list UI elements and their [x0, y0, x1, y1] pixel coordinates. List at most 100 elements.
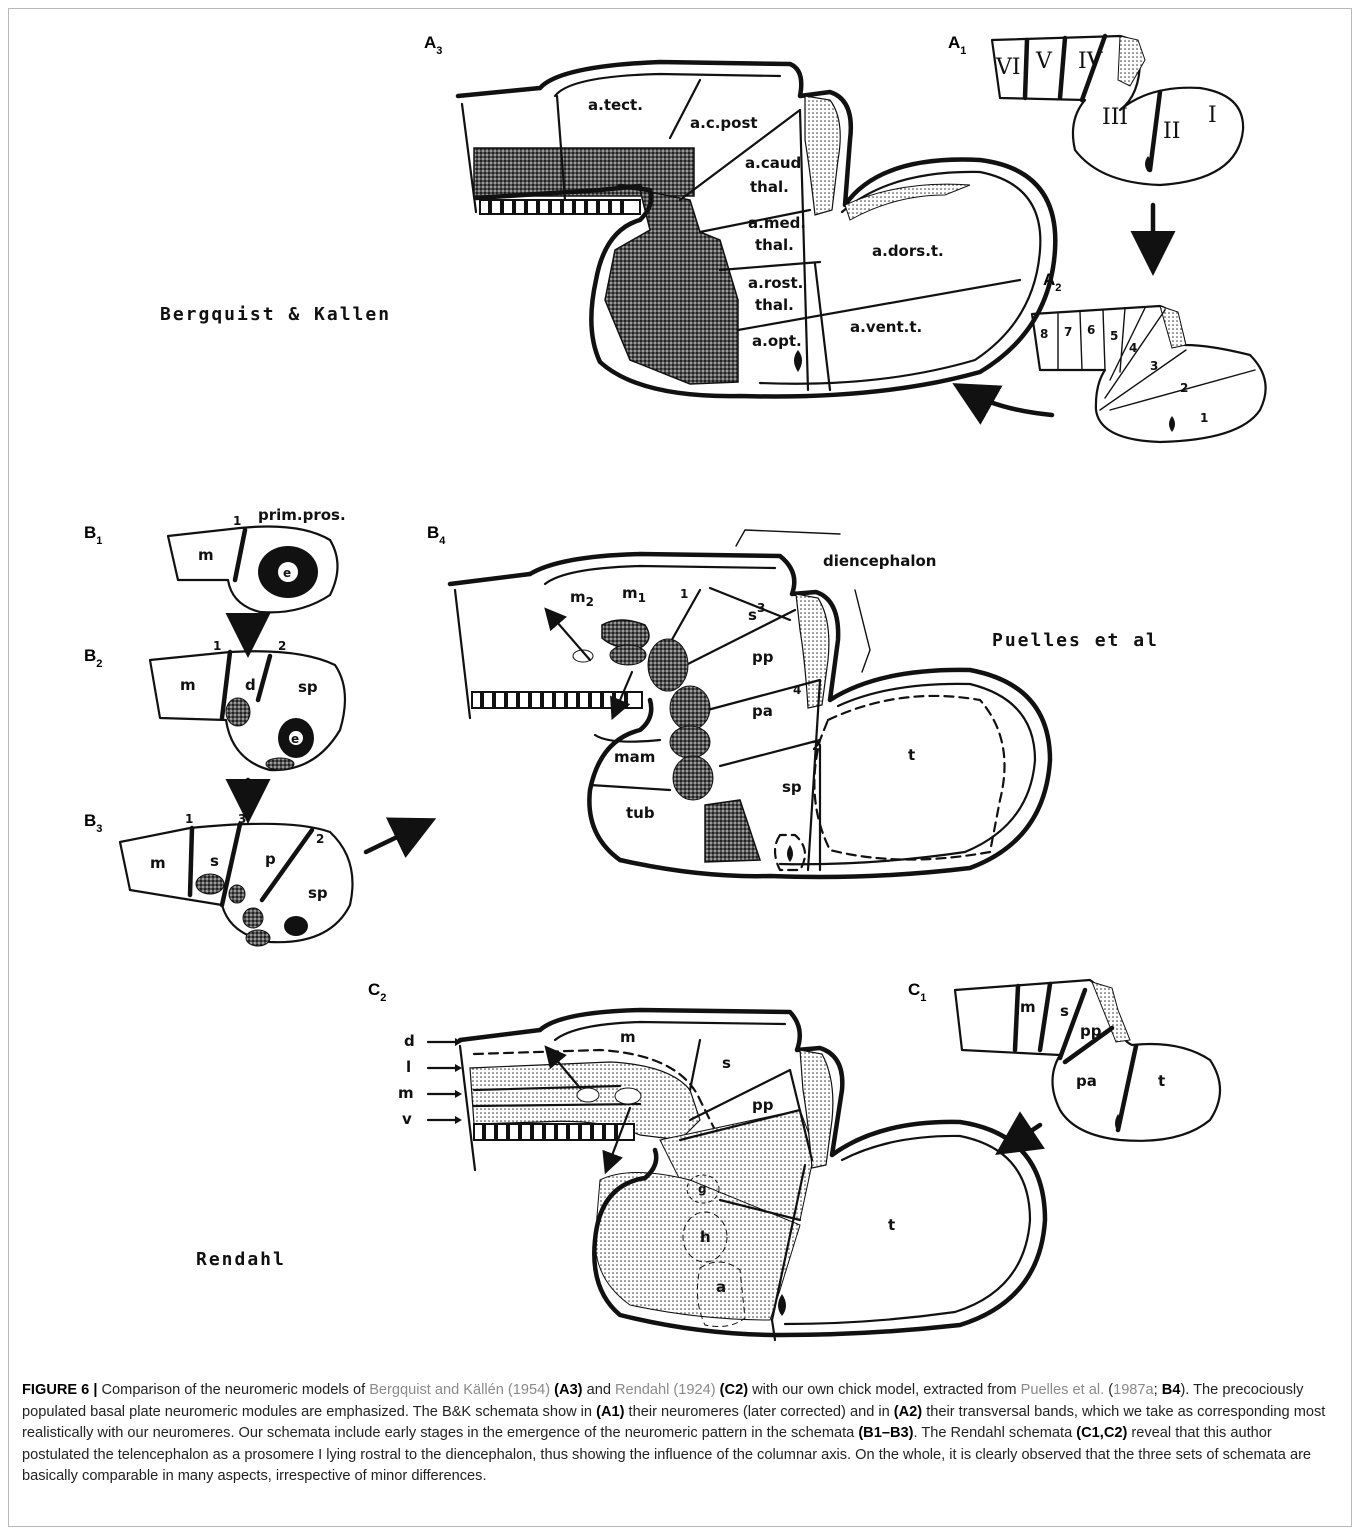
b3-blob-2 [229, 885, 245, 903]
c2-spot [778, 1294, 786, 1316]
a2-label-3: 3 [1150, 359, 1158, 373]
a3-label-tect: a.tect. [588, 96, 643, 114]
b3-label-s: s [210, 852, 219, 870]
c2-label-s: s [722, 1054, 731, 1072]
c2-label-v: v [402, 1110, 412, 1128]
caption-panel-a2: (A2) [894, 1404, 922, 1420]
caption-figure-number: FIGURE 6 | [22, 1382, 97, 1398]
b4-basal-2 [610, 645, 646, 665]
b1-label-1: 1 [233, 514, 241, 528]
b3-label-p: p [265, 850, 276, 868]
a1-label-ii: II [1163, 119, 1180, 144]
b4-label-mam: mam [614, 748, 655, 766]
a3-label-caud2: thal. [750, 178, 789, 196]
b4-label-4: 4 [793, 683, 801, 697]
b4-label-sp: sp [782, 778, 802, 796]
caption-ref-puelles[interactable]: Puelles et al. [1021, 1382, 1105, 1398]
b1-div [235, 530, 245, 580]
diagram-b2: m d sp e 1 2 [150, 639, 345, 770]
arrow-b3-to-b4 [366, 826, 420, 852]
a3-optic-spot [794, 350, 802, 372]
b2-label-d: d [245, 676, 256, 694]
caption-ref-rendahl[interactable]: Rendahl (1924) [615, 1382, 716, 1398]
b4-label-3: 3 [757, 601, 765, 615]
b4-spot [787, 845, 793, 862]
diagram-a3: a.tect. a.c.post a.caud thal. a.med. tha… [458, 62, 1055, 397]
panel-label-b3: B3 [84, 811, 102, 835]
caption-panel-a3: (A3) [550, 1382, 582, 1398]
c1-outline [955, 980, 1220, 1141]
panel-label-a1: A1 [948, 33, 966, 57]
b4-label-pp: pp [752, 648, 774, 666]
a2-spot [1169, 416, 1175, 432]
a1-label-v: V [1035, 49, 1053, 74]
b3-label-m: m [150, 854, 166, 872]
caption-text-3: with our own chick model, extracted from [748, 1382, 1021, 1398]
a3-line-8 [815, 264, 830, 390]
a1-div-4 [1150, 92, 1160, 170]
b3-label-1: 1 [185, 812, 193, 826]
c2-label-d: d [404, 1032, 415, 1050]
a1-div-1 [1025, 40, 1027, 98]
diagram-a1: VI V IV III II I [992, 36, 1243, 185]
c1-label-pp: pp [1080, 1022, 1102, 1040]
a1-dotted [1118, 36, 1145, 86]
b4-label-m1: m1 [622, 584, 646, 605]
a3-dotted-roof [845, 184, 970, 220]
a2-label-8: 8 [1040, 327, 1048, 341]
b2-div-2 [258, 656, 270, 700]
a3-label-med1: a.med. [748, 214, 806, 232]
b4-arrow-up [550, 614, 590, 660]
b3-blob-1 [196, 874, 224, 894]
c1-label-s: s [1060, 1002, 1069, 1020]
c2-label-m-band: m [398, 1084, 414, 1102]
arrow-c1-to-c2 [1010, 1125, 1040, 1145]
b2-blob-2 [266, 758, 294, 770]
b4-label-1: 1 [680, 587, 688, 601]
caption-panel-a1: (A1) [596, 1404, 624, 1420]
b4-label-s: s [748, 606, 757, 624]
b4-dashed-t [814, 696, 1004, 860]
a3-label-dors: a.dors.t. [872, 242, 944, 260]
a2-label-6: 6 [1087, 323, 1095, 337]
caption-panel-c1-c2: (C1,C2) [1076, 1425, 1127, 1441]
caption-text-1: Comparison of the neuromeric models of [97, 1382, 369, 1398]
c1-label-pa: pa [1076, 1072, 1097, 1090]
b3-label-2: 2 [316, 832, 324, 846]
caption-text-7: their neuromeres (later corrected) and i… [624, 1404, 893, 1420]
b4-tube-end [455, 590, 470, 718]
a3-inner-top [555, 74, 780, 96]
c2-label-h: h [700, 1228, 711, 1246]
caption-ref-1987a[interactable]: 1987a [1113, 1382, 1154, 1398]
c2-tube-top [460, 1030, 540, 1040]
b2-label-2: 2 [278, 639, 286, 653]
caption-text-5: ; [1154, 1382, 1162, 1398]
a2-label-2: 2 [1180, 381, 1188, 395]
b4-basal-6 [673, 756, 713, 800]
author-label-puelles: Puelles et al [992, 630, 1159, 651]
b3-blob-4 [246, 930, 270, 946]
c2-oval-1 [577, 1088, 599, 1102]
a1-label-i: I [1208, 103, 1217, 128]
b2-label-sp: sp [298, 678, 318, 696]
c1-label-m: m [1020, 998, 1036, 1016]
b2-label-e: e [291, 732, 299, 746]
c2-label-g: g [698, 1182, 707, 1196]
a2-label-5: 5 [1110, 329, 1118, 343]
diagram-a2: 8 7 6 5 4 3 2 1 [1032, 306, 1266, 442]
arrow-a2-to-a3 [968, 392, 1052, 415]
panel-label-b4: B4 [427, 523, 446, 547]
diagram-b3: m s p sp 1 3 2 [120, 812, 353, 946]
b3-blob-3 [243, 908, 263, 928]
b1-label-e: e [283, 566, 291, 580]
figure-drawing: A3 A1 A2 B1 B2 B3 B4 C2 C1 Bergquist & K… [0, 0, 1360, 1370]
a3-label-vent: a.vent.t. [850, 318, 922, 336]
panel-label-b1: B1 [84, 523, 102, 547]
a3-tube-top [458, 88, 540, 96]
panel-label-c1: C1 [908, 980, 926, 1004]
b3-eye [284, 916, 308, 936]
c2-oval-2 [615, 1088, 641, 1104]
caption-ref-bergquist[interactable]: Bergquist and Källén (1954) [369, 1382, 550, 1398]
b4-inner-top [545, 566, 775, 584]
c2-label-t: t [888, 1216, 895, 1234]
